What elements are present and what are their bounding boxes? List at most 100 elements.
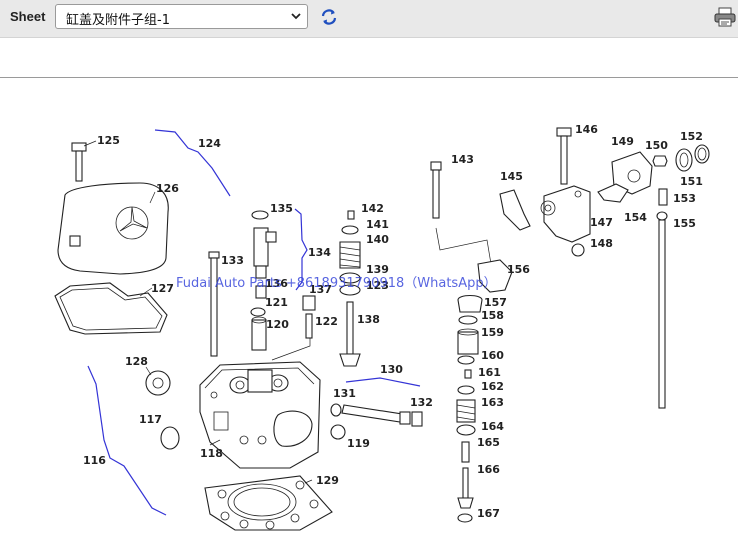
label-153: 153 <box>673 192 696 205</box>
group-134-brace <box>294 208 308 291</box>
part-153-screw[interactable] <box>658 188 668 206</box>
part-165-guide[interactable] <box>461 441 470 463</box>
part-164-washer[interactable] <box>456 424 476 436</box>
part-146-bolt[interactable] <box>556 127 572 185</box>
part-133-pin[interactable] <box>208 251 220 357</box>
part-130-shaft[interactable] <box>341 404 411 425</box>
part-158-ring[interactable] <box>458 315 478 325</box>
refresh-icon[interactable] <box>319 7 339 27</box>
part-134-injector[interactable] <box>253 227 277 279</box>
part-148-ball[interactable] <box>571 243 585 257</box>
label-141: 141 <box>366 218 389 231</box>
part-117-plug[interactable] <box>160 426 180 450</box>
part-147-support[interactable] <box>540 185 591 243</box>
exploded-parts-diagram: 125 124 126 127 133 135 134 136 121 120 … <box>54 123 710 531</box>
sheet-select[interactable]: 缸盖及附件子组-1 <box>55 4 308 29</box>
label-139: 139 <box>366 263 389 276</box>
label-160: 160 <box>481 349 504 362</box>
part-159-tappet[interactable] <box>457 328 479 355</box>
part-161-key[interactable] <box>464 369 472 379</box>
label-149: 149 <box>611 135 634 148</box>
label-147: 147 <box>590 216 613 229</box>
label-164: 164 <box>481 420 504 433</box>
label-136: 136 <box>265 277 288 290</box>
label-127: 127 <box>151 282 174 295</box>
label-116: 116 <box>83 454 106 467</box>
part-136-sleeve[interactable] <box>255 285 267 299</box>
label-156: 156 <box>507 263 530 276</box>
label-130: 130 <box>380 363 403 376</box>
label-119: 119 <box>347 437 370 450</box>
label-158: 158 <box>481 309 504 322</box>
label-150: 150 <box>645 139 668 152</box>
part-139-washer[interactable] <box>339 272 361 284</box>
part-140-spring[interactable] <box>339 241 361 269</box>
label-126: 126 <box>156 182 179 195</box>
label-159: 159 <box>481 326 504 339</box>
part-128-plug[interactable] <box>145 366 171 396</box>
part-122-guide[interactable] <box>271 313 313 361</box>
label-146: 146 <box>575 123 598 136</box>
label-151: 151 <box>680 175 703 188</box>
print-icon[interactable] <box>714 7 736 27</box>
label-145: 145 <box>500 170 523 183</box>
part-132-nut[interactable] <box>411 411 423 427</box>
part-163-spring[interactable] <box>456 399 476 423</box>
label-122: 122 <box>315 315 338 328</box>
label-120: 120 <box>266 318 289 331</box>
toolbar: Sheet 缸盖及附件子组-1 <box>0 0 738 38</box>
group-130-brace <box>345 377 421 387</box>
part-119-plug[interactable] <box>330 424 346 440</box>
part-149-rocker-arm[interactable] <box>611 151 653 195</box>
part-125-bolt[interactable] <box>71 140 97 182</box>
part-141-retainer[interactable] <box>341 225 359 235</box>
chevron-down-icon <box>291 13 301 20</box>
part-121-ring[interactable] <box>250 307 266 317</box>
label-123: 123 <box>366 279 389 292</box>
part-123-ring[interactable] <box>339 284 361 296</box>
part-137-seal[interactable] <box>302 295 316 311</box>
part-156-bracket[interactable] <box>477 259 513 293</box>
label-131: 131 <box>333 387 356 400</box>
label-157: 157 <box>484 296 507 309</box>
part-155-push-rod[interactable] <box>656 211 668 409</box>
part-166-valve[interactable] <box>457 467 474 509</box>
label-125: 125 <box>97 134 120 147</box>
part-143-rod[interactable] <box>430 161 492 265</box>
label-142: 142 <box>361 202 384 215</box>
part-135-ring[interactable] <box>251 210 269 220</box>
part-157-cap[interactable] <box>457 294 483 313</box>
part-145-rocker[interactable] <box>499 189 531 231</box>
label-134: 134 <box>308 246 331 259</box>
label-121: 121 <box>265 296 288 309</box>
label-154: 154 <box>624 211 647 224</box>
part-152-ring[interactable] <box>694 144 710 164</box>
group-124-brace <box>154 129 231 197</box>
label-152: 152 <box>680 130 703 143</box>
label-128: 128 <box>125 355 148 368</box>
part-138-valve[interactable] <box>339 301 361 367</box>
label-135: 135 <box>270 202 293 215</box>
label-155: 155 <box>673 217 696 230</box>
part-162-retainer[interactable] <box>457 385 475 395</box>
label-137: 137 <box>309 283 332 296</box>
callout-labels: 125 124 126 127 133 135 134 136 121 120 … <box>83 123 703 520</box>
part-160-ring[interactable] <box>457 355 475 365</box>
sheet-label: Sheet <box>10 9 46 24</box>
part-120-sleeve[interactable] <box>251 316 267 351</box>
part-150-nut[interactable] <box>652 155 668 167</box>
part-167-ring[interactable] <box>457 513 473 523</box>
part-142-key[interactable] <box>347 210 355 220</box>
label-165: 165 <box>477 436 500 449</box>
label-161: 161 <box>478 366 501 379</box>
part-151-ring[interactable] <box>675 148 693 172</box>
part-126-cover[interactable] <box>57 182 169 275</box>
part-129-head-gasket[interactable] <box>204 475 333 531</box>
label-148: 148 <box>590 237 613 250</box>
part-118-cylinder-head[interactable] <box>199 361 321 469</box>
part-154-rocker[interactable] <box>597 183 629 203</box>
label-140: 140 <box>366 233 389 246</box>
part-127-gasket[interactable] <box>54 282 168 335</box>
part-131-ring[interactable] <box>330 403 342 417</box>
label-133: 133 <box>221 254 244 267</box>
